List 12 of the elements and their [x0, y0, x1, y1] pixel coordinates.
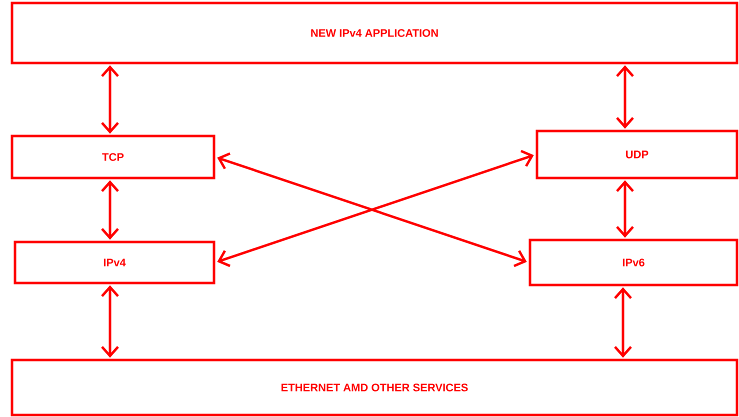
protocol-box: UDP: [536, 130, 738, 180]
protocol-box: IPv4: [14, 240, 216, 284]
arrow: [101, 285, 119, 358]
protocol-box: TCP: [10, 134, 216, 180]
layer-box: NEW IPv4 APPLICATION: [10, 2, 738, 64]
arrow: [101, 65, 119, 134]
protocol-box: IPv6: [528, 238, 738, 286]
arrow: [616, 65, 634, 129]
arrow: [616, 180, 634, 238]
layer-box: ETHERNET AMD OTHER SERVICES: [10, 358, 738, 416]
arrow: [614, 287, 632, 358]
arrow: [101, 180, 119, 240]
